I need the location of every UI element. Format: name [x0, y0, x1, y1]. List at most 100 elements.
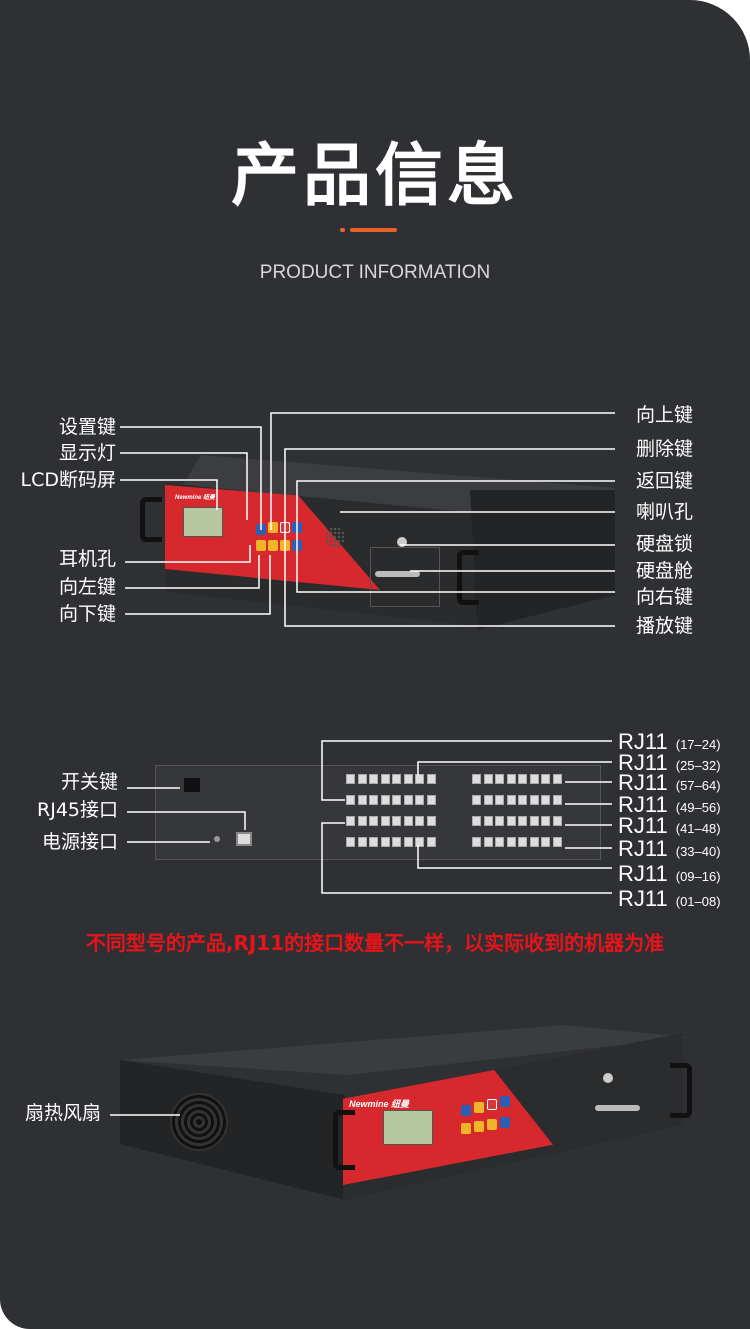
rj11-jack[interactable] — [518, 795, 527, 805]
rj11-jack[interactable] — [472, 816, 481, 826]
label-right-key: 向右键 — [636, 586, 694, 608]
hard-disk-lock[interactable] — [397, 537, 407, 547]
rj11-jack[interactable] — [403, 837, 413, 847]
rj11-jack[interactable] — [541, 795, 550, 805]
rj11-jack[interactable] — [357, 774, 367, 784]
rj11-jack[interactable] — [495, 816, 504, 826]
rj11-jack[interactable] — [357, 816, 367, 826]
label-cooling-fan: 扇热风扇 — [25, 1102, 102, 1124]
right-button[interactable] — [487, 1119, 497, 1130]
power-switch[interactable] — [184, 778, 200, 792]
rj11-jack[interactable] — [415, 837, 424, 847]
rj11-jack[interactable] — [506, 774, 516, 784]
left-button[interactable] — [256, 540, 266, 551]
label-settings-key: 设置键 — [58, 416, 116, 438]
rj11-jack[interactable] — [346, 774, 355, 784]
page-title: 产品信息 — [230, 137, 519, 216]
rj11-jack[interactable] — [357, 837, 367, 847]
rj11-jack[interactable] — [472, 795, 481, 805]
rj11-jack[interactable] — [552, 837, 562, 847]
rj11-jack[interactable] — [495, 837, 504, 847]
rj11-jack[interactable] — [369, 795, 378, 805]
settings-button[interactable] — [461, 1105, 471, 1116]
rj11-jack[interactable] — [552, 816, 562, 826]
rj11-jack[interactable] — [529, 774, 539, 784]
rj11-jack[interactable] — [403, 816, 413, 826]
rj11-jack[interactable] — [380, 816, 390, 826]
rj11-jack[interactable] — [541, 774, 550, 784]
back-button[interactable] — [500, 1096, 510, 1107]
rj11-jack[interactable] — [472, 774, 481, 784]
rj11-jack[interactable] — [380, 795, 390, 805]
hard-disk-lock[interactable] — [603, 1073, 613, 1083]
rj11-label: RJ11 — [618, 861, 668, 886]
rj11-jack[interactable] — [483, 795, 493, 805]
rj11-jack[interactable] — [426, 774, 436, 784]
delete-button[interactable] — [487, 1099, 497, 1110]
rj11-jack[interactable] — [495, 774, 504, 784]
rj11-jack[interactable] — [346, 837, 355, 847]
rj11-jack[interactable] — [415, 795, 424, 805]
rj11-jack[interactable] — [529, 795, 539, 805]
rj11-jack[interactable] — [357, 795, 367, 805]
rj11-jack[interactable] — [506, 837, 516, 847]
rack-handle-right — [457, 550, 479, 605]
rj11-jack[interactable] — [346, 795, 355, 805]
hard-disk-handle[interactable] — [595, 1105, 640, 1111]
rj11-jack[interactable] — [426, 837, 436, 847]
rj11-jack[interactable] — [346, 816, 355, 826]
rj11-jack[interactable] — [426, 795, 436, 805]
rj11-jack[interactable] — [415, 774, 424, 784]
rj11-jack[interactable] — [529, 837, 539, 847]
rj11-jack[interactable] — [472, 837, 481, 847]
rack-handle — [333, 1110, 355, 1170]
label-indicator-light: 显示灯 — [58, 442, 116, 464]
label-power-port: 电源接口 — [41, 831, 118, 853]
hard-disk-bay[interactable] — [370, 547, 440, 607]
rj11-jack[interactable] — [426, 816, 436, 826]
down-button[interactable] — [268, 540, 278, 551]
up-button[interactable] — [268, 522, 278, 533]
rj11-label: RJ11 — [618, 836, 668, 861]
rj11-jack[interactable] — [403, 795, 413, 805]
rj11-range: (01–08) — [675, 894, 721, 909]
rj11-jack[interactable] — [392, 774, 401, 784]
rj11-jack[interactable] — [483, 837, 493, 847]
rj11-jack[interactable] — [415, 816, 424, 826]
rj11-jack[interactable] — [495, 795, 504, 805]
label-rj11-01-08: RJ11(01–08) — [618, 886, 721, 912]
rj11-jack[interactable] — [369, 816, 378, 826]
rj11-jack[interactable] — [518, 837, 527, 847]
rj11-jack[interactable] — [518, 816, 527, 826]
rj11-jack[interactable] — [506, 816, 516, 826]
up-button[interactable] — [474, 1102, 484, 1113]
down-button[interactable] — [474, 1121, 484, 1132]
rj45-port[interactable] — [236, 832, 252, 846]
rj11-jack[interactable] — [483, 774, 493, 784]
rj11-jack[interactable] — [380, 837, 390, 847]
rj11-jack[interactable] — [392, 795, 401, 805]
rj11-jack[interactable] — [403, 774, 413, 784]
rj11-jack[interactable] — [529, 816, 539, 826]
rj11-jack[interactable] — [483, 816, 493, 826]
rj11-jack[interactable] — [380, 774, 390, 784]
rj11-jack[interactable] — [541, 816, 550, 826]
rj11-jack[interactable] — [541, 837, 550, 847]
rj11-jack[interactable] — [392, 837, 401, 847]
rj11-jack[interactable] — [518, 774, 527, 784]
rj11-jack[interactable] — [369, 774, 378, 784]
play-button[interactable] — [500, 1117, 510, 1128]
label-lcd-screen: LCD断码屏 — [20, 469, 116, 491]
label-rj11-17-24: RJ11(17–24) — [618, 729, 721, 755]
left-button[interactable] — [461, 1123, 471, 1134]
rj11-jack[interactable] — [392, 816, 401, 826]
hard-disk-handle[interactable] — [375, 571, 420, 577]
label-back-key: 返回键 — [636, 470, 694, 492]
power-port[interactable] — [214, 836, 220, 842]
rj11-jack[interactable] — [506, 795, 516, 805]
rj11-jack[interactable] — [552, 774, 562, 784]
rj11-jack[interactable] — [552, 795, 562, 805]
rj11-jack[interactable] — [369, 837, 378, 847]
